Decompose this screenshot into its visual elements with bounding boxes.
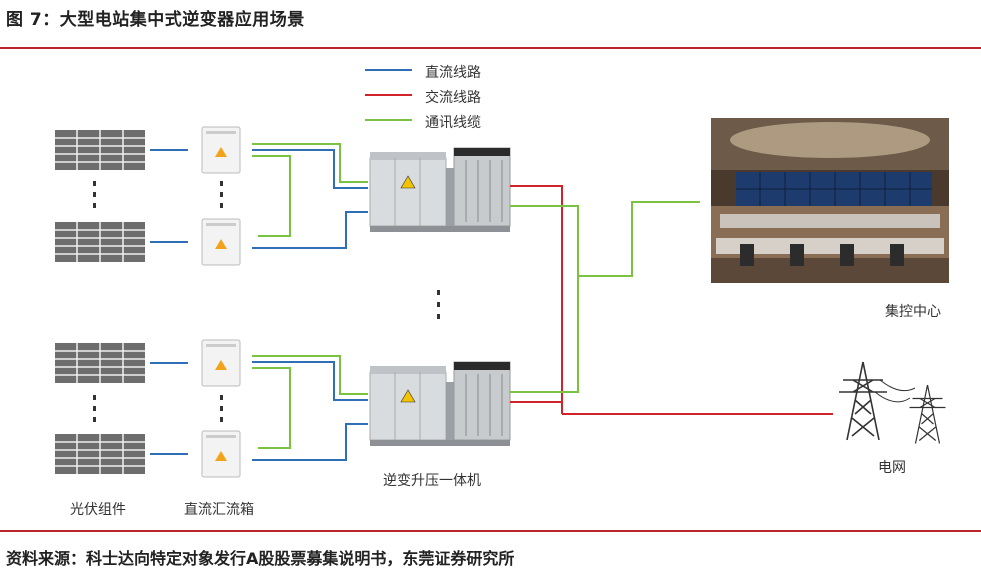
grid-tower-small [908, 384, 947, 445]
legend-dc-label: 直流线路 [425, 65, 481, 81]
figure-title: 图 7：大型电站集中式逆变器应用场景 [6, 10, 305, 30]
pv-module-4 [54, 433, 146, 475]
label-pv-modules: 光伏组件 [70, 502, 126, 518]
bottom-rule [0, 530, 981, 532]
combiner-box-1 [201, 126, 241, 174]
pv-module-3 [54, 342, 146, 384]
label-combiner-box: 直流汇流箱 [184, 502, 254, 518]
inverter-station-2 [369, 361, 511, 447]
label-grid: 电网 [878, 460, 906, 476]
station-ellipsis [437, 290, 440, 319]
combiner-to-station-lower [252, 355, 368, 461]
combiner-to-station-upper [252, 143, 368, 249]
pv-module-2 [54, 221, 146, 263]
label-control-center: 集控中心 [885, 304, 941, 320]
top-rule [0, 47, 981, 49]
dc-lines-pv [150, 149, 188, 455]
combiner-ellipsis [220, 181, 223, 422]
legend-ac-label: 交流线路 [425, 90, 481, 106]
combiner-box-3 [201, 339, 241, 387]
legend-comm-label: 通讯线缆 [425, 115, 481, 131]
figure-source: 资料来源：科士达向特定对象发行A股股票募集说明书，东莞证券研究所 [6, 549, 515, 568]
ac-lines [510, 185, 833, 415]
combiner-box-4 [201, 430, 241, 478]
pv-module-1 [54, 129, 146, 171]
comm-lines [510, 201, 700, 393]
grid-tower-large [838, 361, 888, 441]
pv-ellipsis [93, 181, 96, 422]
grid-wires [874, 379, 916, 403]
control-center-image [711, 118, 949, 283]
inverter-station-1 [369, 147, 511, 233]
combiner-box-2 [201, 218, 241, 266]
label-inverter-station: 逆变升压一体机 [383, 473, 481, 489]
